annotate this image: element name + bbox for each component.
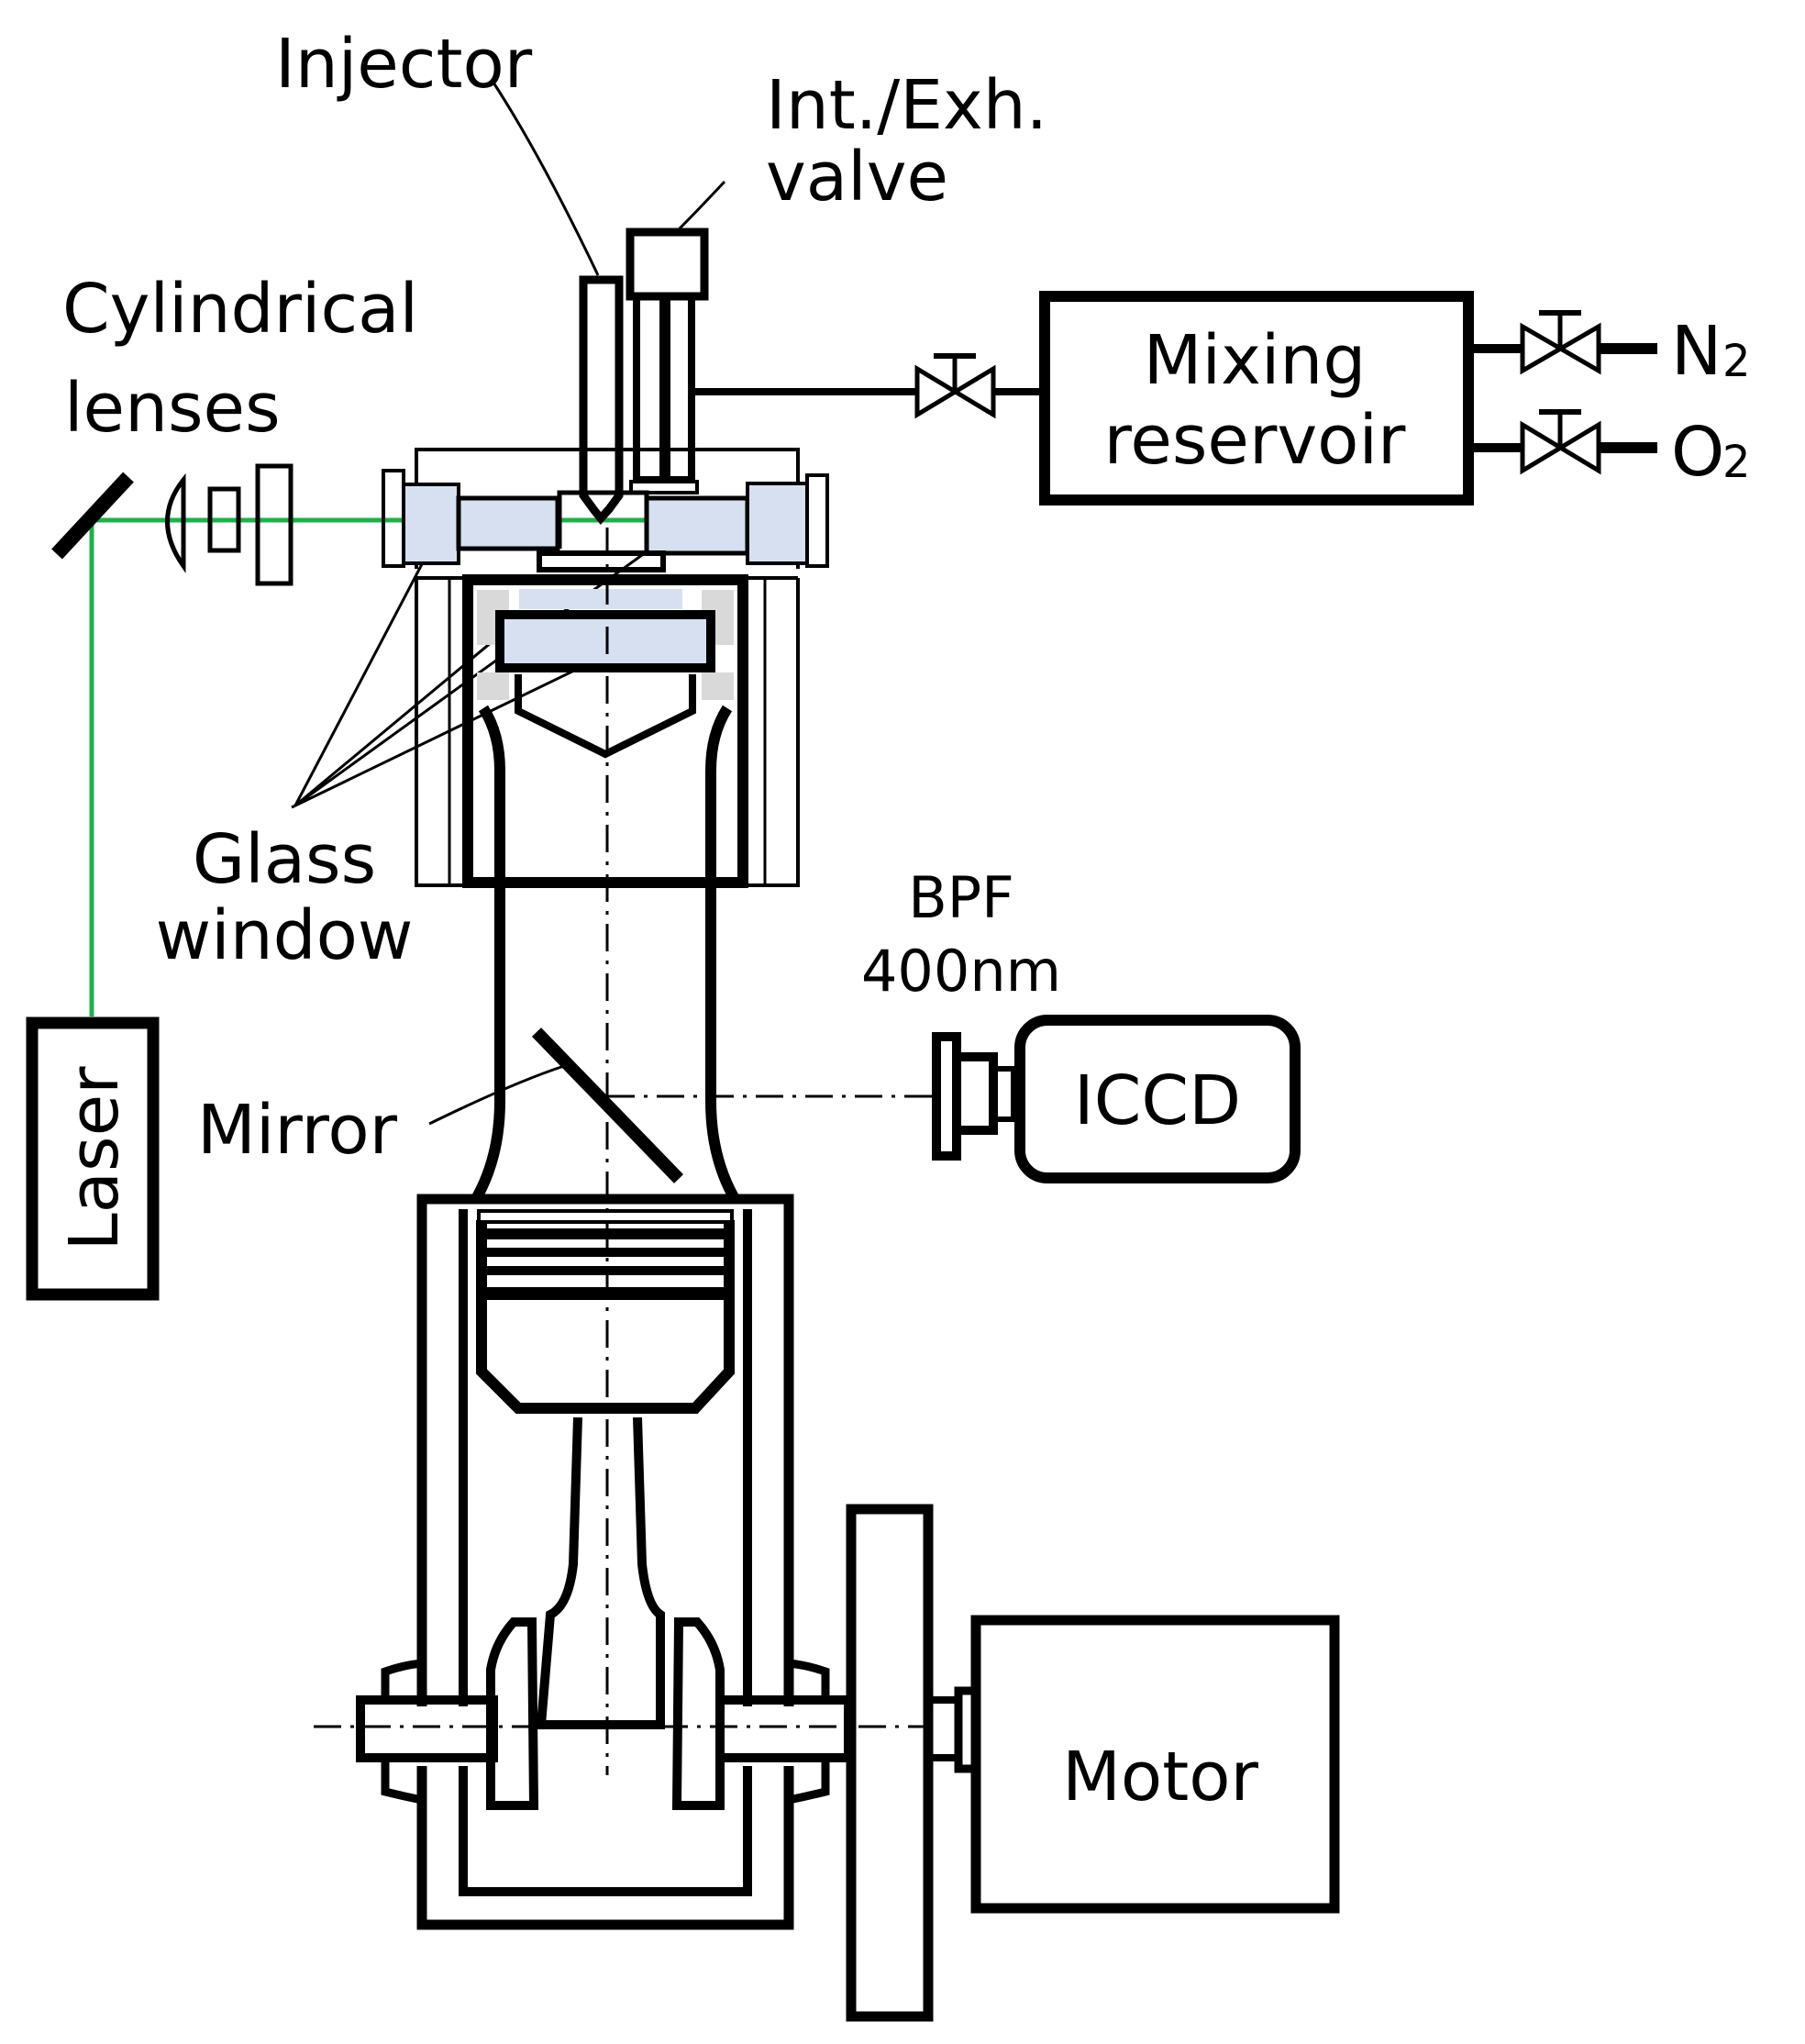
valve-leader-line	[677, 180, 726, 231]
crankshaft	[356, 1659, 853, 1805]
right-window-tube	[644, 495, 750, 556]
valve-label-line1: Int./Exh.	[766, 66, 1047, 145]
bpf-label-line2: 400nm	[861, 938, 1061, 1005]
n2-label-subscript: 2	[1722, 336, 1751, 387]
iccd-box	[1014, 1015, 1301, 1183]
n2-valve-icon	[1520, 310, 1601, 375]
n2-label-base: N	[1671, 312, 1722, 391]
bpf-label-line1: BPF	[908, 864, 1014, 931]
injector-leader-line	[492, 82, 600, 276]
o2-label-subscript: 2	[1722, 437, 1751, 488]
crankcase	[416, 1194, 794, 1930]
crank-webs	[486, 1617, 725, 1810]
right-window-flange	[805, 473, 829, 568]
lenses-label-line1: Cylindrical	[62, 270, 418, 349]
camera-lens	[952, 1052, 998, 1135]
intake-shutoff-valve-icon	[914, 353, 996, 419]
flywheel	[846, 1504, 934, 2022]
mixing-label-line2: reservoir	[1104, 401, 1406, 480]
lens-mount	[991, 1066, 1016, 1122]
optical-piston-top	[462, 574, 748, 888]
cylindrical-lens-3-icon	[255, 463, 293, 586]
laser-label: Laser	[55, 1066, 134, 1251]
intake-exhaust-valve	[626, 228, 709, 494]
valve-head	[629, 480, 699, 494]
glass-window-label-line1: Glass	[193, 820, 376, 899]
piston	[476, 1209, 735, 1414]
o2-label-base: O	[1671, 413, 1724, 492]
lower-piston-glass	[495, 610, 715, 672]
left-glass-window	[402, 483, 460, 565]
mirror-label: Mirror	[197, 1091, 398, 1170]
o2-label: O 2	[1671, 413, 1751, 492]
gas-supply	[695, 291, 1657, 505]
turning-mirror-icon	[51, 472, 134, 560]
right-glass-window	[746, 482, 809, 565]
n2-label: N 2	[1671, 312, 1751, 391]
motor-label: Motor	[1062, 1738, 1258, 1816]
injector	[579, 275, 624, 525]
glass-window-leader-3	[294, 622, 515, 807]
valve-actuator-box	[626, 228, 709, 301]
chamber-plate	[537, 550, 666, 572]
connecting-rod	[536, 1416, 665, 1729]
valve-label-line2: valve	[766, 138, 948, 217]
cylindrical-lens-1-icon	[165, 472, 186, 573]
lenses-label-line2: lenses	[64, 369, 281, 448]
cylindrical-lens-2-icon	[207, 486, 241, 553]
iccd-camera	[932, 1015, 1301, 1183]
extended-piston	[471, 705, 739, 1200]
injector-body	[579, 275, 624, 525]
o2-valve-icon	[1520, 409, 1601, 475]
mixing-reservoir-box	[1039, 291, 1474, 505]
45-degree-mirror-icon	[531, 1028, 684, 1183]
motor-box	[970, 1615, 1340, 1914]
piston-crown-bowl	[515, 674, 696, 759]
iccd-label: ICCD	[1074, 1061, 1241, 1140]
left-window-tube	[456, 495, 560, 551]
glass-window-leader-1	[293, 563, 424, 806]
upper-piston-glass	[519, 589, 682, 609]
axis-lines	[314, 528, 936, 1775]
mixing-label-line1: Mixing	[1144, 321, 1367, 400]
injector-label: Injector	[275, 25, 533, 104]
laser-box	[26, 1016, 160, 1301]
glass-window-label-line2: window	[156, 896, 414, 975]
